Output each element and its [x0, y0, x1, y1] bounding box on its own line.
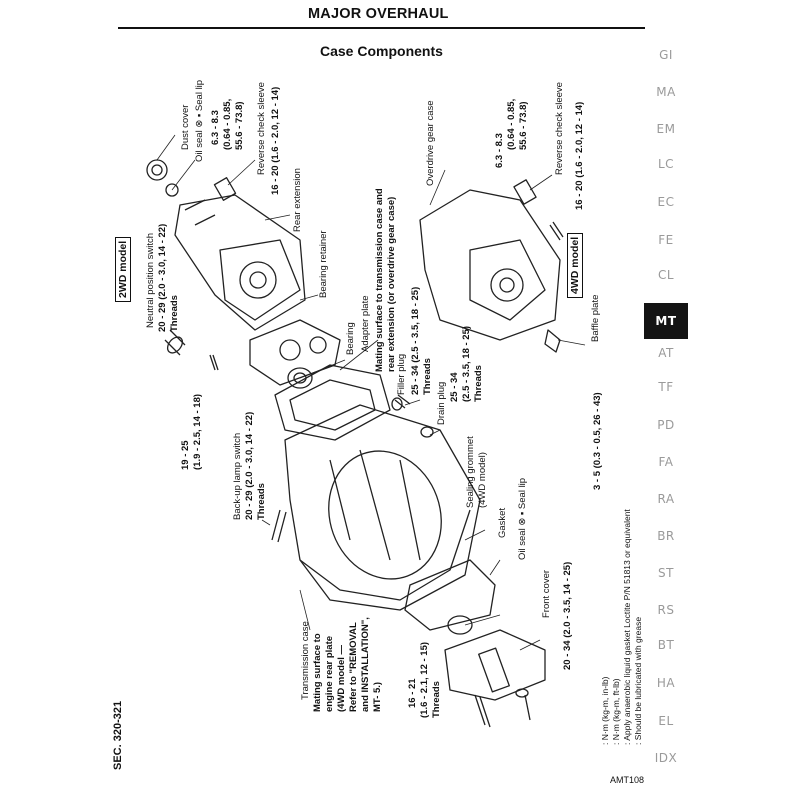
tab-idx[interactable]: IDX [654, 751, 678, 765]
bearing-retainer-shape [249, 319, 341, 386]
label-reverse-check-sleeve-4wd: Reverse check sleeve [554, 82, 565, 175]
label-bearing-retainer: Bearing retainer [318, 230, 329, 298]
label-threads-1: Threads [169, 295, 180, 332]
label-torque-25-34: 25 - 34 (2.5 - 3.5, 18 - 25) [410, 286, 421, 395]
label-mating-surface-b: rear extension (or overdrive gear case) [386, 196, 397, 372]
tab-gi[interactable]: GI [659, 48, 673, 62]
label-threads-5: Threads [431, 681, 442, 718]
tab-rs[interactable]: RS [657, 603, 675, 617]
figure-code: AMT108 [610, 775, 645, 785]
label-torque-25-34-b1: 25 - 34 [449, 372, 460, 402]
tab-tf[interactable]: TF [658, 380, 674, 394]
label-bearing: Bearing [345, 322, 356, 355]
label-torque-63-83-4wd-b: (0.64 - 0.85, [506, 98, 517, 150]
label-trans-case-note-3: (4WD model — [336, 644, 347, 712]
label-torque-20-29: 20 - 29 (2.0 - 3.0, 14 - 22) [157, 223, 168, 332]
transmission-case-shape [284, 404, 481, 611]
tab-cl[interactable]: CL [657, 268, 675, 282]
label-torque-20-29-b: 20 - 29 (2.0 - 3.0, 14 - 22) [244, 411, 255, 520]
label-adapter-plate: Adapter plate [360, 295, 371, 352]
label-reverse-check-sleeve: Reverse check sleeve [256, 82, 267, 175]
legend-nm-ftlb: : N·m (kg-m, ft-lb) [611, 678, 621, 745]
overdrive-gear-case-shape [419, 189, 561, 341]
label-torque-19-25-b: (1.9 - 2.5, 14 - 18) [192, 393, 203, 470]
label-torque-63-83-4wd-a: 6.3 - 8.3 [494, 133, 505, 168]
label-torque-16-21-a: 16 - 21 [407, 678, 418, 708]
dust-cover-shape [146, 159, 168, 181]
label-filler-plug: Filler plug [396, 353, 407, 395]
gasket-shape [404, 559, 496, 631]
front-cover-shape [444, 629, 546, 701]
tab-el[interactable]: EL [658, 714, 674, 728]
label-baffle-plate: Baffle plate [590, 294, 601, 342]
adapter-plate-shape [274, 364, 391, 441]
label-threads-3: Threads [473, 365, 484, 402]
page-header-title: MAJOR OVERHAUL [308, 6, 449, 22]
label-front-cover: Front cover [541, 569, 552, 618]
tab-ha[interactable]: HA [656, 676, 676, 690]
tab-pd[interactable]: PD [657, 418, 675, 432]
tab-fe[interactable]: FE [658, 233, 674, 247]
label-threads-2: Threads [422, 358, 433, 395]
label-torque-63-83-4wd-c: 55.6 - 73.8) [518, 101, 529, 150]
label-transmission-case: Transmission case [300, 621, 311, 700]
label-model-2wd: 2WD model [115, 236, 131, 302]
legend-liquid-gasket: : Apply anaerobic liquid gasket Loctite … [622, 509, 632, 745]
tab-em[interactable]: EM [656, 122, 676, 136]
tab-at[interactable]: AT [658, 346, 674, 360]
tab-lc[interactable]: LC [657, 157, 675, 171]
tab-ra[interactable]: RA [657, 492, 675, 506]
label-torque-63-83-b: (0.64 - 0.85, [222, 98, 233, 150]
label-torque-16-20: 16 - 20 (1.6 - 2.0, 12 - 14) [270, 86, 281, 195]
section-title: Case Components [320, 43, 443, 59]
label-torque-3-5: 3 - 5 (0.3 - 0.5, 26 - 43) [592, 392, 603, 490]
label-overdrive-gear-case: Overdrive gear case [425, 100, 436, 186]
label-model-4wd: 4WD model [567, 232, 583, 298]
label-backup-lamp-switch: Back-up lamp switch [232, 432, 243, 520]
tab-bt[interactable]: BT [657, 638, 675, 652]
label-torque-20-34: 20 - 34 (2.0 - 3.5, 14 - 25) [562, 561, 573, 670]
label-gasket: Gasket [497, 507, 508, 538]
label-torque-63-83-c: 55.6 - 73.8) [234, 101, 245, 150]
label-trans-case-note-5: and INSTALLATION", [360, 617, 371, 712]
label-trans-case-note-1: Mating surface to [312, 633, 323, 712]
header-rule [118, 27, 645, 29]
tab-mt[interactable]: MT [644, 303, 688, 339]
section-reference: SEC. 320-321 [112, 700, 124, 770]
tab-ma[interactable]: MA [656, 85, 676, 99]
label-dust-cover: Dust cover [180, 104, 191, 150]
label-torque-16-20-4wd: 16 - 20 (1.6 - 2.0, 12 - 14) [574, 101, 585, 210]
label-torque-63-83-a: 6.3 - 8.3 [210, 110, 221, 145]
rear-extension-shape [174, 194, 306, 331]
tab-br[interactable]: BR [657, 529, 675, 543]
label-torque-16-21-b: (1.6 - 2.1, 12 - 15) [419, 641, 430, 718]
label-torque-19-25-a: 19 - 25 [180, 440, 191, 470]
label-threads-4: Threads [256, 483, 267, 520]
label-sealing-grommet-a: Sealing grommet [465, 436, 476, 508]
tab-fa[interactable]: FA [658, 455, 674, 469]
label-neutral-switch: Neutral position switch [145, 232, 156, 328]
legend-grease: : Should be lubricated with grease [633, 616, 643, 745]
label-sealing-grommet-b: (4WD model) [477, 452, 488, 508]
label-drain-plug: Drain plug [436, 381, 447, 425]
label-oil-seal-bottom: Oil seal ⊗ ▪ Seal lip [517, 477, 528, 560]
label-trans-case-note-2: engine rear plate [324, 635, 335, 712]
label-trans-case-note-4: Refer to "REMOVAL [348, 622, 359, 712]
label-trans-case-note-6: MT- 5.) [372, 681, 383, 712]
label-rear-extension: Rear extension [292, 168, 303, 232]
label-mating-surface-a: Mating surface to transmission case and [374, 188, 385, 372]
label-torque-25-34-b2: (2.5 - 3.5, 18 - 25) [461, 325, 472, 402]
legend-nm-inlb: : N·m (kg-m, in-lb) [600, 676, 610, 745]
label-oil-seal-top: Oil seal ⊗ ▪ Seal lip [194, 79, 205, 162]
tab-ec[interactable]: EC [657, 195, 675, 209]
tab-st[interactable]: ST [658, 566, 674, 580]
